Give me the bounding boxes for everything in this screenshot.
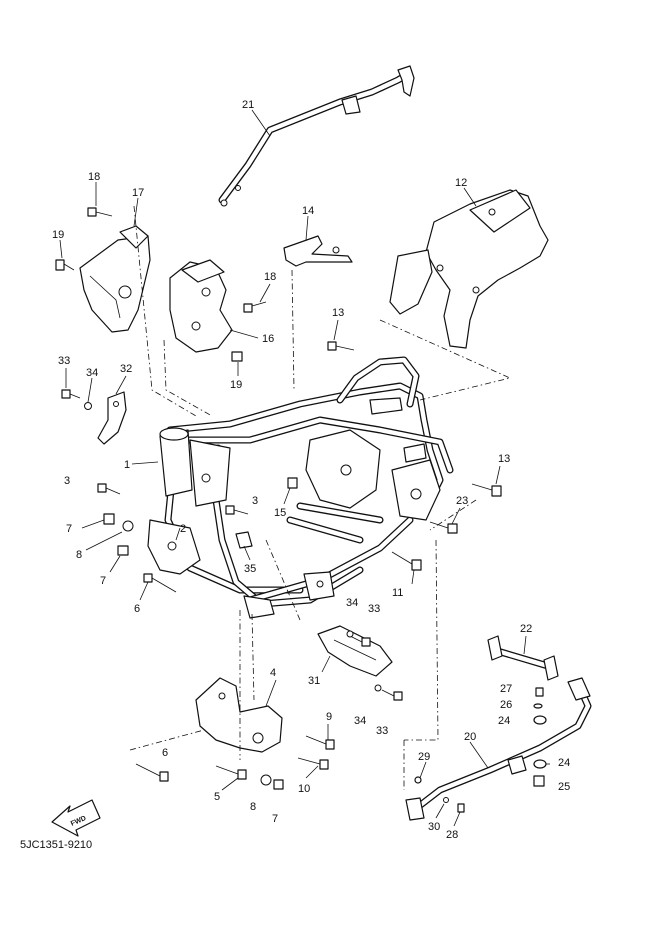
callout-6: 6 (134, 603, 140, 615)
fwd-arrow-icon: FWD (51, 799, 101, 837)
part-4-engine-mount (195, 677, 283, 753)
callout-32: 32 (120, 363, 132, 375)
callout-28: 28 (446, 829, 458, 841)
callout-29: 29 (418, 751, 430, 763)
callout-7: 7 (100, 575, 106, 587)
callout-13: 13 (498, 453, 510, 465)
callout-7: 7 (66, 523, 72, 535)
callout-10: 10 (298, 783, 310, 795)
callout-26: 26 (500, 699, 512, 711)
callout-35: 35 (244, 563, 256, 575)
callout-3: 3 (252, 495, 258, 507)
callout-4: 4 (270, 667, 276, 679)
callout-27: 27 (500, 683, 512, 695)
callout-21: 21 (242, 99, 254, 111)
callout-19: 19 (230, 379, 242, 391)
part-22-rod (487, 635, 559, 681)
callout-33: 33 (368, 603, 380, 615)
part-1-main-frame (147, 356, 454, 619)
callout-7: 7 (272, 813, 278, 825)
drawing-code: 5JC1351-9210 (20, 839, 92, 851)
part-16-bracket (169, 259, 233, 353)
callouts: 21 18 17 19 14 12 18 16 19 13 33 34 32 1… (52, 99, 570, 841)
callout-6: 6 (162, 747, 168, 759)
part-14-bracket (283, 235, 353, 267)
callout-34: 34 (86, 367, 98, 379)
callout-31: 31 (308, 675, 320, 687)
part-20-footrest-bar (405, 677, 592, 821)
part-12-battery-box (389, 189, 549, 349)
callout-5: 5 (214, 791, 220, 803)
part-32-bracket (97, 391, 127, 445)
callout-17: 17 (132, 187, 144, 199)
part-17-side-cover (79, 225, 151, 333)
callout-23: 23 (456, 495, 468, 507)
callout-2: 2 (180, 523, 186, 535)
callout-33: 33 (58, 355, 70, 367)
callout-3: 3 (64, 475, 70, 487)
part-21-bracket (218, 65, 415, 207)
callout-30: 30 (428, 821, 440, 833)
callout-9: 9 (326, 711, 332, 723)
hardware-bolts (55, 207, 547, 813)
callout-33: 33 (376, 725, 388, 737)
callout-12: 12 (455, 177, 467, 189)
callout-8: 8 (250, 801, 256, 813)
callout-16: 16 (262, 333, 274, 345)
callout-34: 34 (346, 597, 358, 609)
callout-24: 24 (498, 715, 510, 727)
callout-14: 14 (302, 205, 314, 217)
callout-25: 25 (558, 781, 570, 793)
callout-20: 20 (464, 731, 476, 743)
callout-8: 8 (76, 549, 82, 561)
part-31-bracket (317, 625, 393, 677)
callout-19: 19 (52, 229, 64, 241)
assembly-lines (129, 205, 512, 790)
callout-24: 24 (558, 757, 570, 769)
callout-1: 1 (124, 459, 130, 471)
callout-22: 22 (520, 623, 532, 635)
callout-15: 15 (274, 507, 286, 519)
callout-13: 13 (332, 307, 344, 319)
leader-lines (59, 109, 550, 827)
callout-18: 18 (264, 271, 276, 283)
callout-11: 11 (392, 587, 403, 599)
callout-18: 18 (88, 171, 100, 183)
callout-34: 34 (354, 715, 366, 727)
